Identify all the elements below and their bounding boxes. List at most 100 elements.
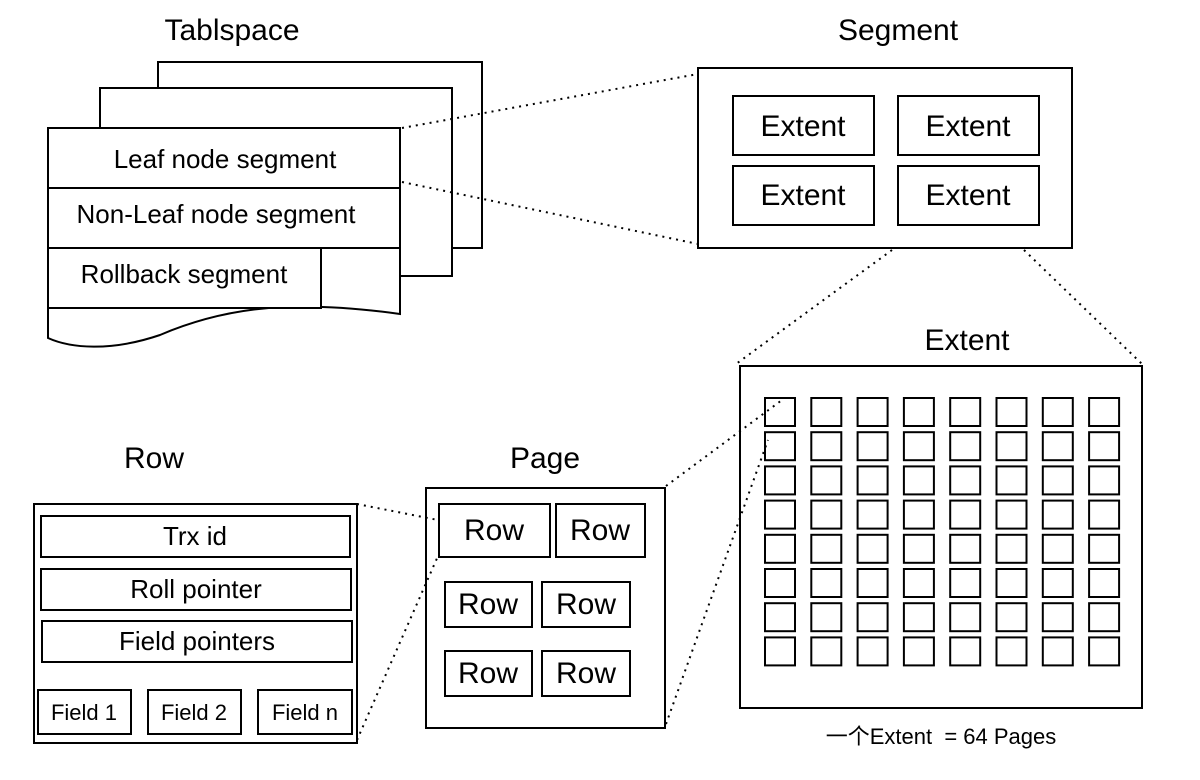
page-row-box — [444, 650, 533, 697]
extent-page-cell — [856, 602, 889, 633]
row-field-box — [37, 689, 132, 735]
segment-extent-box — [732, 95, 875, 156]
extent-page-cell — [1088, 465, 1121, 496]
extent-page-cell — [1041, 602, 1074, 633]
segment-extent-label: Extent — [925, 110, 1011, 143]
extent-page-cell — [995, 431, 1028, 462]
extent-page-cell — [810, 636, 843, 667]
row-group: Row Trx id Roll pointer Field pointers F… — [33, 442, 358, 744]
extent-page-cell — [949, 431, 982, 462]
segment-extent-label: Extent — [760, 179, 846, 212]
connector-tablespace-segment-bottom — [401, 181, 699, 245]
extent-page-cell — [995, 397, 1028, 427]
segment-extent-box — [732, 165, 875, 226]
extent-page-cell — [764, 533, 796, 564]
extent-page-cell — [902, 431, 935, 462]
row-part-label: Field pointers — [119, 626, 275, 656]
row-field-label: Field 2 — [161, 700, 227, 725]
segment-extent-box — [897, 95, 1040, 156]
extent-page-cell — [1041, 499, 1074, 530]
extent-page-cell — [856, 431, 889, 462]
extent-page-cell — [995, 636, 1028, 667]
extent-page-cell — [902, 636, 935, 667]
extent-page-cell — [902, 465, 935, 496]
page-row-label: Row — [458, 588, 518, 621]
extent-page-cell — [902, 568, 935, 598]
extent-page-cell — [949, 602, 982, 633]
extent-page-cell — [856, 636, 889, 667]
leaf-node-segment-label: Leaf node segment — [114, 144, 337, 174]
row-part-label: Trx id — [163, 521, 227, 551]
extent-page-cell — [810, 533, 843, 564]
extent-page-cell — [856, 499, 889, 530]
page-row-box — [438, 503, 551, 558]
page-group: Page Row Row Row Row Row Row — [425, 442, 666, 729]
extent-caption: 一个Extent = 64 Pages — [826, 724, 1057, 749]
extent-page-cell — [1088, 568, 1121, 598]
extent-page-cell — [902, 397, 935, 427]
extent-page-cell — [764, 602, 796, 633]
page-row-box — [555, 503, 646, 558]
connector-extent-page-top — [665, 399, 783, 487]
extent-page-cell — [856, 397, 889, 427]
extent-page-cell — [949, 568, 982, 598]
extent-page-cell — [1088, 431, 1121, 462]
row-part-box — [40, 515, 351, 558]
extent-page-cell — [810, 465, 843, 496]
extent-page-cell — [995, 602, 1028, 633]
extent-page-cell — [1088, 602, 1121, 633]
extent-page-cell — [1088, 397, 1121, 427]
segment-extent-box — [897, 165, 1040, 226]
extent-group: Extent 一个Extent = 64 Pages — [739, 324, 1143, 749]
extent-page-cell — [764, 465, 796, 496]
extent-page-cell — [810, 397, 843, 427]
extent-page-cell — [764, 568, 796, 598]
row-field-label: Field 1 — [51, 700, 117, 725]
extent-page-cell — [1041, 431, 1074, 462]
segment-extent-label: Extent — [760, 110, 846, 143]
page-row-label: Row — [556, 657, 616, 690]
page-row-label: Row — [556, 588, 616, 621]
extent-page-cell — [764, 431, 796, 462]
extent-page-cell — [1088, 499, 1121, 530]
page-row-box — [541, 581, 631, 628]
extent-page-cell — [764, 636, 796, 667]
segment-title: Segment — [838, 14, 959, 47]
tablespace-title: Tablspace — [164, 14, 299, 47]
extent-page-cell — [810, 499, 843, 530]
extent-box — [739, 365, 1143, 709]
row-part-label: Roll pointer — [130, 574, 262, 604]
extent-page-cell — [949, 397, 982, 427]
connector-extent-page-bottom — [665, 439, 769, 725]
extent-page-cell — [810, 431, 843, 462]
extent-page-cell — [1088, 636, 1121, 667]
page-row-label: Row — [570, 514, 630, 547]
row-field-box — [147, 689, 242, 735]
tablespace-group: Tablspace Leaf node segment Non-Leaf nod… — [47, 14, 483, 348]
extent-page-cell — [902, 533, 935, 564]
extent-page-cell — [949, 465, 982, 496]
extent-page-cell — [1041, 568, 1074, 598]
non-leaf-node-segment-label: Non-Leaf node segment — [77, 199, 357, 229]
extent-page-grid — [764, 397, 1121, 667]
extent-page-cell — [995, 499, 1028, 530]
extent-page-cell — [1041, 533, 1074, 564]
extent-page-cell — [1041, 397, 1074, 427]
segment-group: Segment Extent Extent Extent Extent — [697, 14, 1073, 249]
row-title: Row — [124, 442, 184, 475]
row-part-box — [40, 568, 352, 611]
extent-page-cell — [856, 568, 889, 598]
segment-extent-label: Extent — [925, 179, 1011, 212]
extent-page-cell — [856, 533, 889, 564]
page-row-label: Row — [464, 514, 524, 547]
page-row-box — [444, 581, 533, 628]
extent-page-cell — [1041, 465, 1074, 496]
non-leaf-node-segment-box — [47, 187, 401, 249]
extent-page-cell — [810, 602, 843, 633]
page-row-label: Row — [458, 657, 518, 690]
extent-page-cell — [995, 465, 1028, 496]
connector-tablespace-segment-top — [401, 73, 699, 129]
extent-page-cell — [810, 568, 843, 598]
extent-page-cell — [1088, 533, 1121, 564]
